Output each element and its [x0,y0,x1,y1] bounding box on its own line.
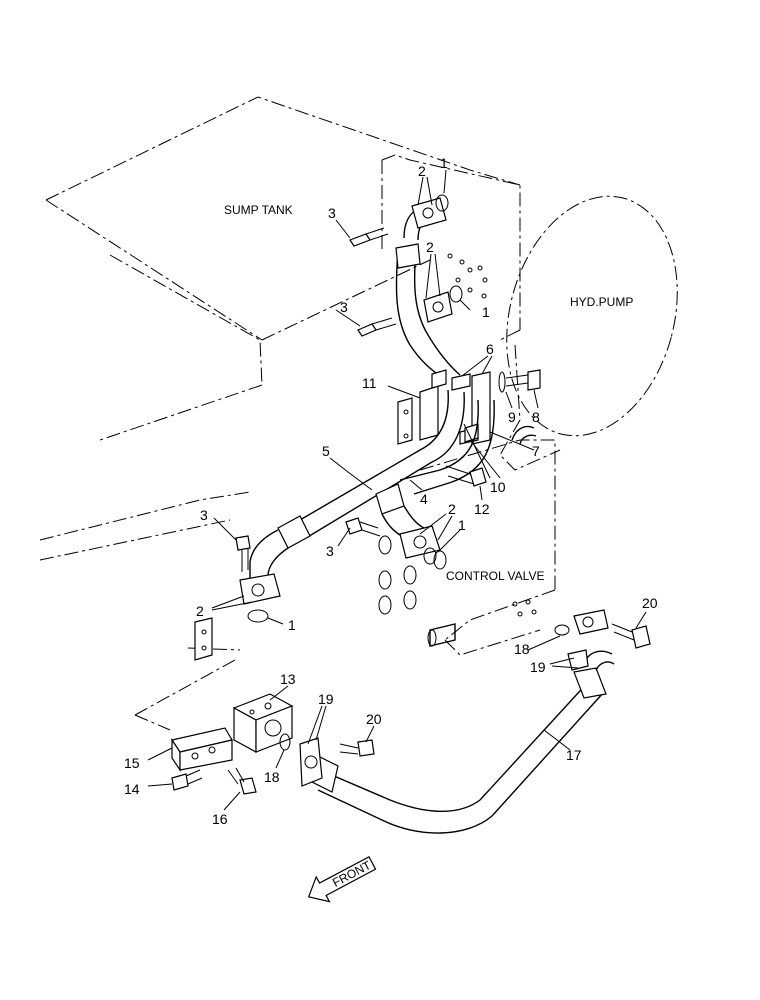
pipe-clamp-assembly [419,369,541,445]
front-arrow: FRONT [307,855,377,903]
bolt-3d [345,517,381,537]
callout-2a: 2 [418,163,426,179]
callout-18a: 18 [514,641,530,657]
pipe-5 [239,389,465,605]
callout-20a: 20 [642,595,658,611]
pipe-7 [511,425,537,445]
o-ring-1c [423,547,437,565]
callout-18b: 18 [264,769,280,785]
pipe-4 [375,399,495,559]
callout-3c: 3 [200,507,208,523]
callout-13: 13 [280,671,296,687]
o-ring-18a [554,624,570,636]
bolt-16 [227,767,257,795]
callout-1c: 1 [458,517,466,533]
bolt-20b [339,739,375,757]
block-13 [232,693,294,754]
o-ring-18b [279,733,291,751]
callout-7: 7 [532,443,540,459]
callout-1a: 1 [440,155,448,171]
callout-2c: 2 [448,501,456,517]
callout-19a: 19 [530,659,546,675]
bolt-12 [445,465,487,487]
hyd-pump-label: HYD.PUMP [570,295,633,309]
bolt-20a [611,623,651,649]
callout-15: 15 [124,755,140,771]
callout-12: 12 [474,501,490,517]
callout-2d: 2 [196,603,204,619]
suction-pipe-upper [395,197,461,381]
callout-3b: 3 [340,299,348,315]
callout-3a: 3 [328,205,336,221]
leader-lines [147,169,647,811]
callout-6: 6 [486,341,494,357]
control-valve-label: CONTROL VALVE [446,569,544,583]
callout-9: 9 [508,409,516,425]
callout-20b: 20 [366,711,382,727]
callout-16: 16 [212,811,228,827]
callout-2b: 2 [426,239,434,255]
bracket-15 [171,727,233,772]
callout-1b: 1 [482,304,490,320]
mount-pad [194,617,213,661]
callout-3d: 3 [326,543,334,559]
bolt-14 [171,769,203,791]
callout-5: 5 [322,443,330,459]
bolt-3b [357,317,397,337]
callout-14: 14 [124,781,140,797]
sump-outlet-holes [447,253,488,299]
bolt-3a [349,227,389,247]
o-ring-1d [247,609,269,623]
o-ring-1b [449,285,463,303]
bracket-11 [419,385,439,441]
callout-1d: 1 [288,617,296,633]
sump-tank-label: SUMP TANK [224,203,293,217]
callout-4: 4 [420,491,428,507]
callout-19b: 19 [318,691,334,707]
callout-10: 10 [490,479,506,495]
callout-17: 17 [566,747,582,763]
clamp-6a [451,373,471,391]
bolt-3c [235,535,251,572]
o-ring-1a [435,194,449,212]
phantom-outlines [39,96,678,731]
hose-17 [299,609,615,834]
callout-8: 8 [532,409,540,425]
callout-11: 11 [362,375,377,391]
control-valve-body [378,535,537,647]
mount-bracket [397,397,413,445]
